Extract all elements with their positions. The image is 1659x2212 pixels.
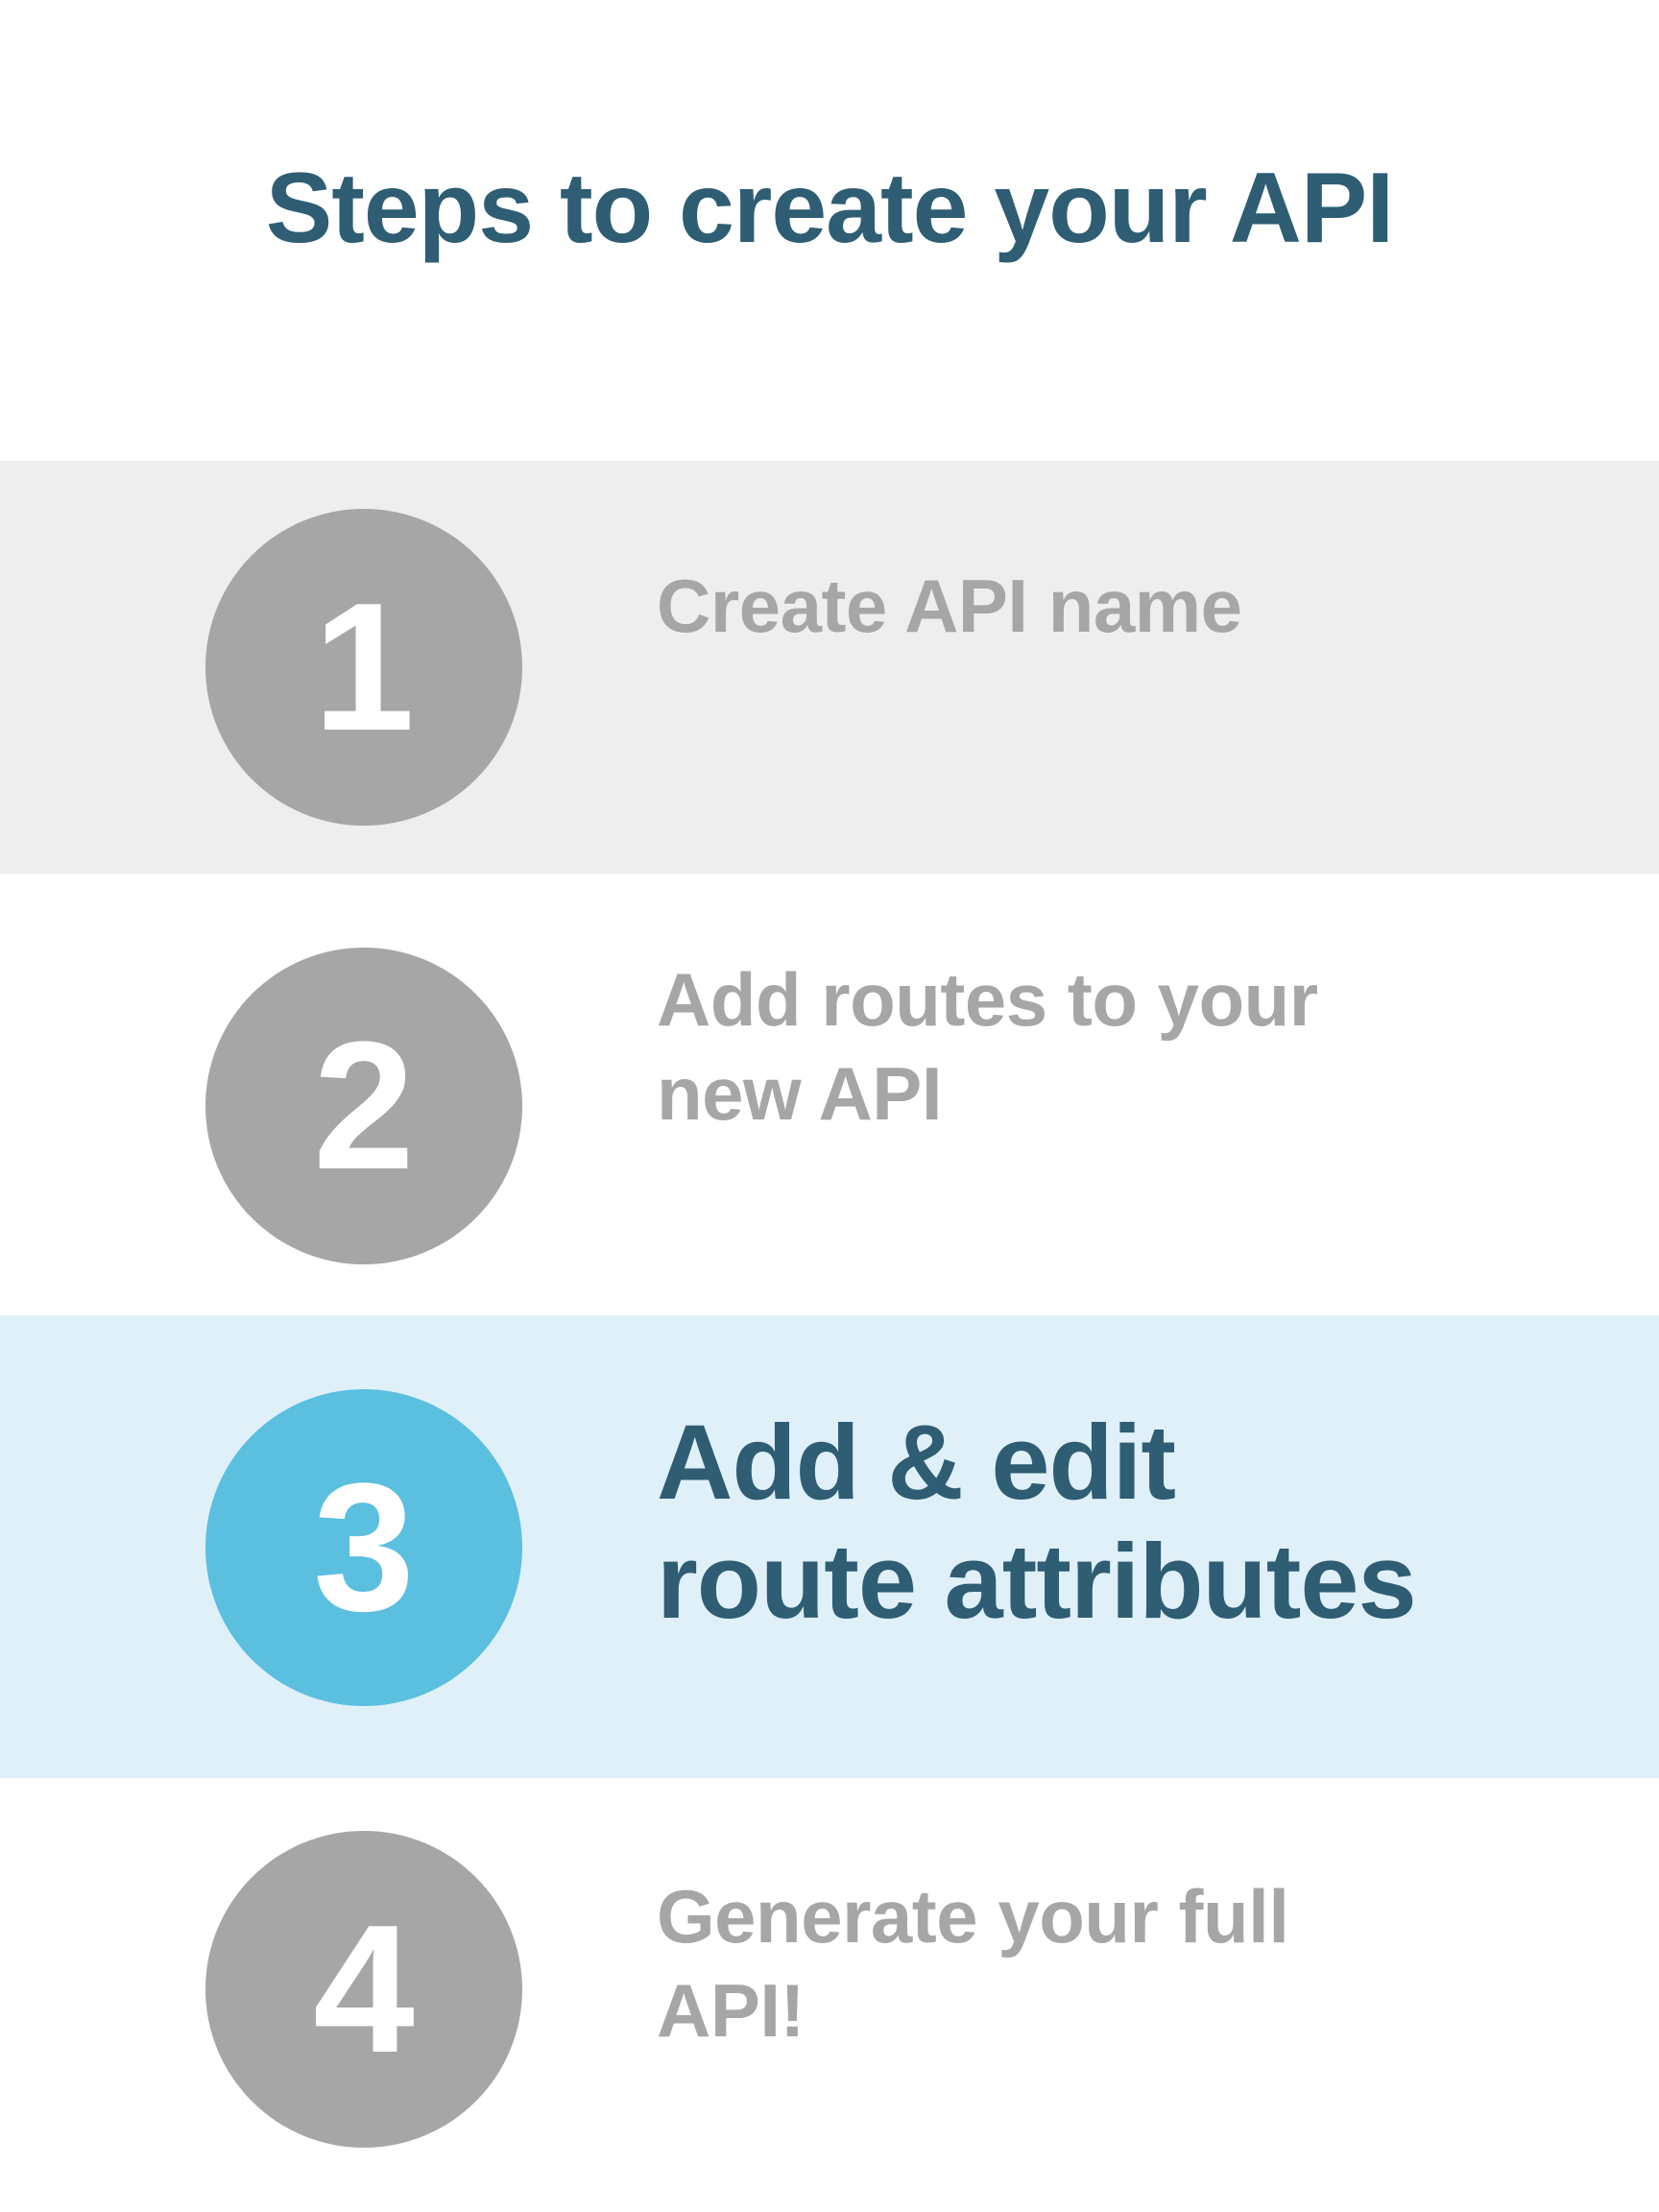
- step-row-4: 4 Generate your full API!: [0, 1778, 1659, 2212]
- step-number-badge: 4: [205, 1831, 522, 2148]
- step-row-2: 2 Add routes to your new API: [0, 874, 1659, 1315]
- step-label: Add routes to your new API: [657, 957, 1318, 1136]
- page-title: Steps to create your API: [265, 153, 1394, 264]
- step-label: Generate your full API!: [657, 1874, 1289, 2053]
- step-row-3-active: 3 Add & edit route attributes: [0, 1315, 1659, 1778]
- step-number-badge-active: 3: [205, 1389, 522, 1706]
- step-label-active: Add & edit route attributes: [657, 1404, 1417, 1641]
- step-number-badge: 2: [205, 948, 522, 1264]
- step-row-1: 1 Create API name: [0, 461, 1659, 874]
- step-number-badge: 1: [205, 509, 522, 826]
- step-label: Create API name: [657, 564, 1242, 648]
